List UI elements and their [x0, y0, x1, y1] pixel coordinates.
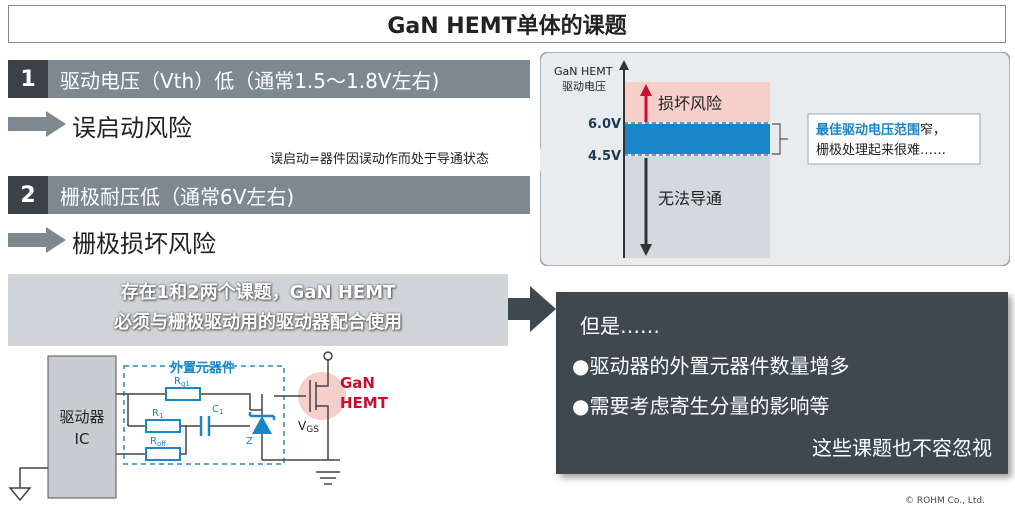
- optimal-zone: [624, 124, 770, 154]
- issue-1-number: 1: [8, 60, 48, 98]
- summary-banner: [8, 274, 508, 346]
- issue-2-number: 2: [8, 176, 48, 214]
- issue-2-bar: 2 栅极耐压低（通常6V左右): [8, 176, 530, 214]
- issue-2-text: 栅极耐压低（通常6V左右): [60, 184, 295, 209]
- driver-label-line2: IC: [75, 430, 90, 448]
- conclusion-bullet-2: ●需要考虑寄生分量的影响等: [572, 394, 830, 418]
- vgs-label: VGS: [298, 419, 319, 435]
- rg1-label: Rg1: [174, 376, 190, 388]
- issue-1-risk: 误启动风险: [72, 114, 192, 142]
- arrow-right-icon: [8, 227, 66, 253]
- zener-diode: [252, 416, 272, 434]
- range-bracket: [772, 123, 788, 155]
- range-note-line1: 最佳驱动电压范围窄，: [816, 122, 946, 138]
- range-note-line2: 栅极处理起来很难……: [816, 143, 946, 158]
- range-note-box: [807, 113, 981, 165]
- level-high-label: 6.0V: [588, 117, 621, 132]
- page-title: GaN HEMT单体的课题: [8, 5, 1006, 43]
- ground-icon: [262, 459, 340, 485]
- external-label: 外置元器件: [169, 360, 235, 376]
- copyright: © ROHM Co., Ltd.: [905, 496, 985, 506]
- conclusion-bullet-1: ●驱动器的外置元器件数量增多: [572, 354, 850, 378]
- external-components-box: [123, 365, 285, 465]
- driver-label-line1: 驱动器: [59, 408, 104, 426]
- conclusion-panel: 但是…… ●驱动器的外置元器件数量增多 ●需要考虑寄生分量的影响等 这些课题也不…: [556, 292, 1008, 474]
- conclusion-closing: 这些课题也不容忽视: [812, 436, 992, 460]
- r1-label: R1: [152, 408, 163, 420]
- zone-top-label: 损坏风险: [658, 94, 722, 113]
- device-label-line2: HEMT: [340, 394, 389, 412]
- z-label: Z: [246, 436, 253, 447]
- page-title-text: GaN HEMT单体的课题: [387, 14, 627, 39]
- summary-line-2: 必须与栅极驱动用的驱动器配合使用: [114, 312, 402, 333]
- range-note-highlight: 最佳驱动电压范围: [816, 122, 920, 138]
- no-conduction-zone: [624, 156, 770, 258]
- level-low-label: 4.5V: [588, 149, 621, 164]
- voltage-diagram: GaN HEMT 驱动电压 6.0V 4.5V 损坏风险 无法导通 最佳驱动电压…: [554, 60, 981, 258]
- resistor-r1: [145, 419, 181, 433]
- gan-hemt-transistor: [274, 360, 329, 460]
- resistor-roff: [145, 447, 181, 461]
- driver-ic-block: [47, 355, 117, 499]
- issue-2-risk: 栅极损坏风险: [72, 230, 216, 258]
- c1-label: C1: [212, 404, 223, 416]
- danger-zone: [624, 82, 770, 122]
- device-label-line1: GaN: [340, 374, 375, 392]
- axis-label-line1: GaN HEMT: [554, 65, 613, 78]
- summary-text: 存在1和2两个课题，GaN HEMT 必须与栅极驱动用的驱动器配合使用: [8, 278, 508, 338]
- roff-label: Roff: [150, 436, 166, 448]
- conclusion-lead: 但是……: [580, 314, 660, 338]
- range-note-rest: 窄，: [920, 122, 946, 138]
- resistor-rg1: [165, 387, 201, 401]
- issue-1-bar: 1 驱动电压（Vth）低（通常1.5～1.8V左右): [8, 60, 530, 98]
- ground-icon: [8, 487, 32, 502]
- false-start-note: 误启动=器件因误动作而处于导通状态: [270, 152, 489, 167]
- axis-label-line2: 驱动电压: [562, 80, 606, 93]
- arrow-right-icon: [8, 111, 66, 137]
- issue-1-text: 驱动电压（Vth）低（通常1.5～1.8V左右): [60, 68, 440, 93]
- zone-bottom-label: 无法导通: [658, 189, 722, 208]
- gate-drive-circuit: 驱动器 IC 外置元器件 Rg1 R1 C1 Roff Z GaN HEMT V…: [8, 351, 389, 502]
- summary-line-1: 存在1和2两个课题，GaN HEMT: [120, 282, 396, 303]
- arrow-right-icon: [508, 286, 556, 332]
